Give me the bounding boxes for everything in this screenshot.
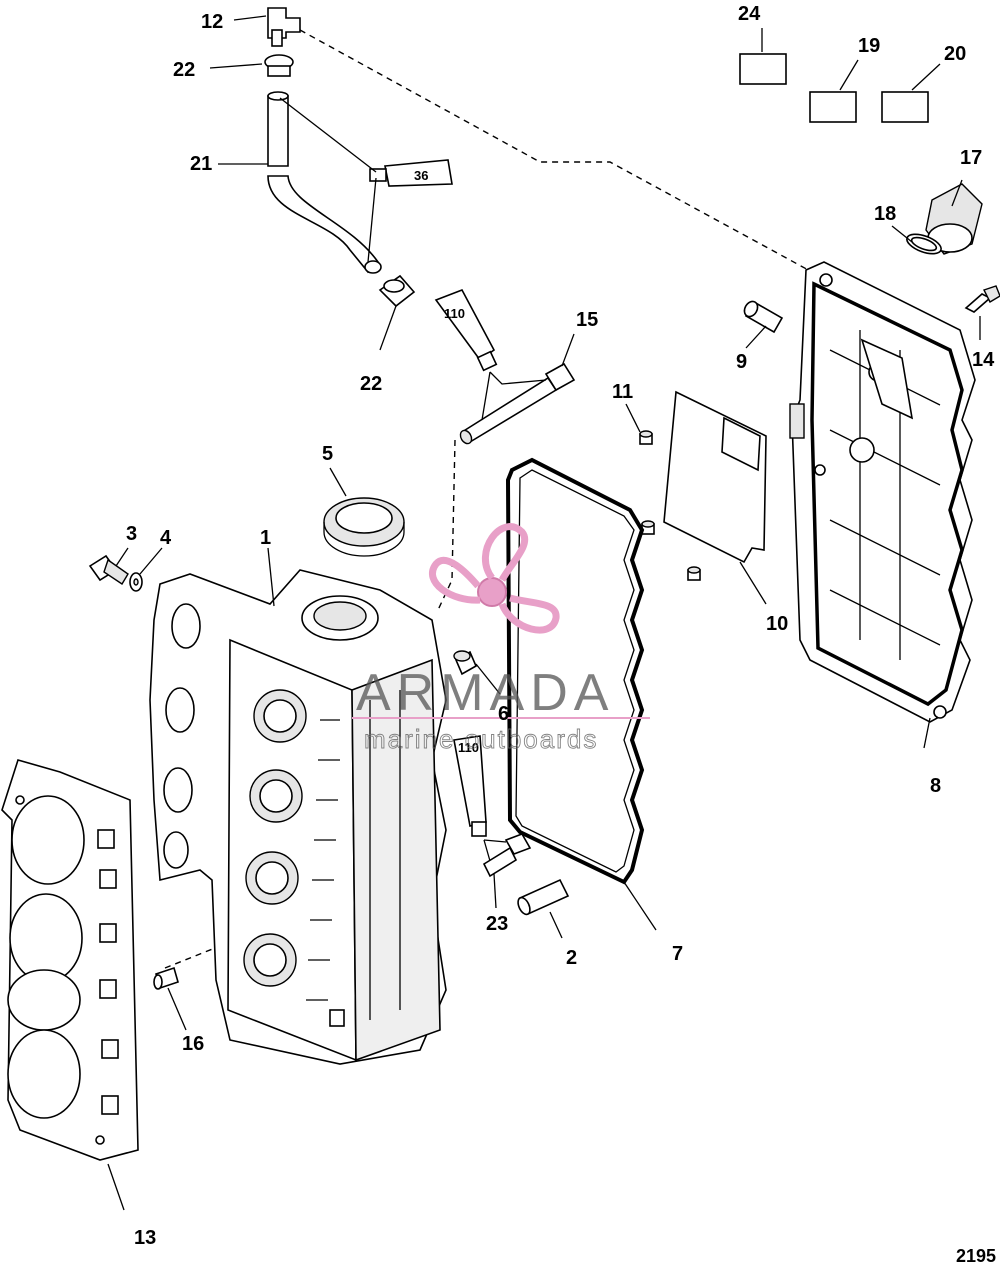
callout-5: 5 — [322, 443, 333, 465]
item-box-20 — [881, 91, 929, 123]
armada-watermark: ARMADA marine outboards — [352, 523, 650, 754]
sealant-tube-36: 36 — [369, 159, 453, 187]
callout-22-bottom: 22 — [360, 373, 382, 395]
callout-15: 15 — [576, 309, 598, 331]
dowel-2 — [517, 878, 570, 916]
hose-fitting-12 — [267, 7, 301, 47]
tube-110-top-label: 110 — [444, 306, 465, 321]
head-gasket-13 — [1, 759, 139, 1161]
cylinder-head-cover-8 — [789, 261, 976, 723]
callout-9: 9 — [736, 351, 747, 373]
hose-clamp-22-bottom — [378, 274, 416, 308]
item-box-24 — [739, 53, 787, 85]
leader-lines — [107, 15, 981, 1211]
bolt-3 — [88, 554, 129, 585]
callout-11: 11 — [612, 381, 633, 403]
callout-10: 10 — [766, 613, 788, 635]
figure-number: 2195 — [956, 1246, 996, 1266]
callout-3: 3 — [126, 523, 137, 545]
callout-24: 24 — [738, 3, 761, 25]
watermark-brand: ARMADA — [356, 664, 614, 722]
hose-clamp-22-top — [264, 54, 294, 77]
dashed-routing-lines — [164, 29, 813, 969]
callout-23: 23 — [486, 913, 508, 935]
gasket-10 — [663, 390, 767, 564]
dowel-16 — [153, 966, 179, 990]
callout-13: 13 — [134, 1227, 156, 1249]
sealant-tube-110-bottom: 110 — [453, 735, 487, 837]
cylinder-head-1 — [149, 569, 447, 1065]
callout-7: 7 — [672, 943, 683, 965]
callout-6: 6 — [498, 703, 509, 725]
callout-19: 19 — [858, 35, 880, 57]
callout-8: 8 — [930, 775, 941, 797]
callout-labels: 12 22 21 22 24 19 20 17 18 14 9 15 11 10… — [126, 3, 995, 1249]
bolt-23 — [482, 833, 532, 878]
tube-110-bottom-label: 110 — [458, 740, 479, 755]
dowel-pin-9 — [743, 300, 784, 334]
callout-2: 2 — [566, 947, 577, 969]
dowel-6 — [453, 650, 478, 676]
callout-20: 20 — [944, 43, 966, 65]
bolt-15 — [459, 362, 576, 445]
callout-21: 21 — [190, 153, 212, 175]
tube-36-label: 36 — [414, 168, 428, 183]
bolt-14 — [964, 285, 1000, 313]
callout-4: 4 — [160, 527, 172, 549]
callout-1: 1 — [260, 527, 271, 549]
watermark-tagline: marine outboards — [364, 724, 598, 754]
callout-14: 14 — [972, 349, 995, 371]
callout-12: 12 — [201, 11, 223, 33]
cover-gasket-7 — [505, 457, 645, 885]
callout-22-top: 22 — [173, 59, 195, 81]
sealant-tube-110-top: 110 — [434, 288, 498, 372]
callout-17: 17 — [960, 147, 982, 169]
washer-4 — [129, 572, 143, 592]
screw-11b — [641, 520, 655, 535]
screw-11c — [687, 566, 701, 581]
hose-21 — [267, 91, 382, 274]
seal-5 — [323, 497, 405, 557]
propeller-icon — [429, 523, 560, 634]
screw-11a — [639, 430, 653, 445]
item-box-19 — [809, 91, 857, 123]
callout-16: 16 — [182, 1033, 204, 1055]
callout-18: 18 — [874, 203, 896, 225]
